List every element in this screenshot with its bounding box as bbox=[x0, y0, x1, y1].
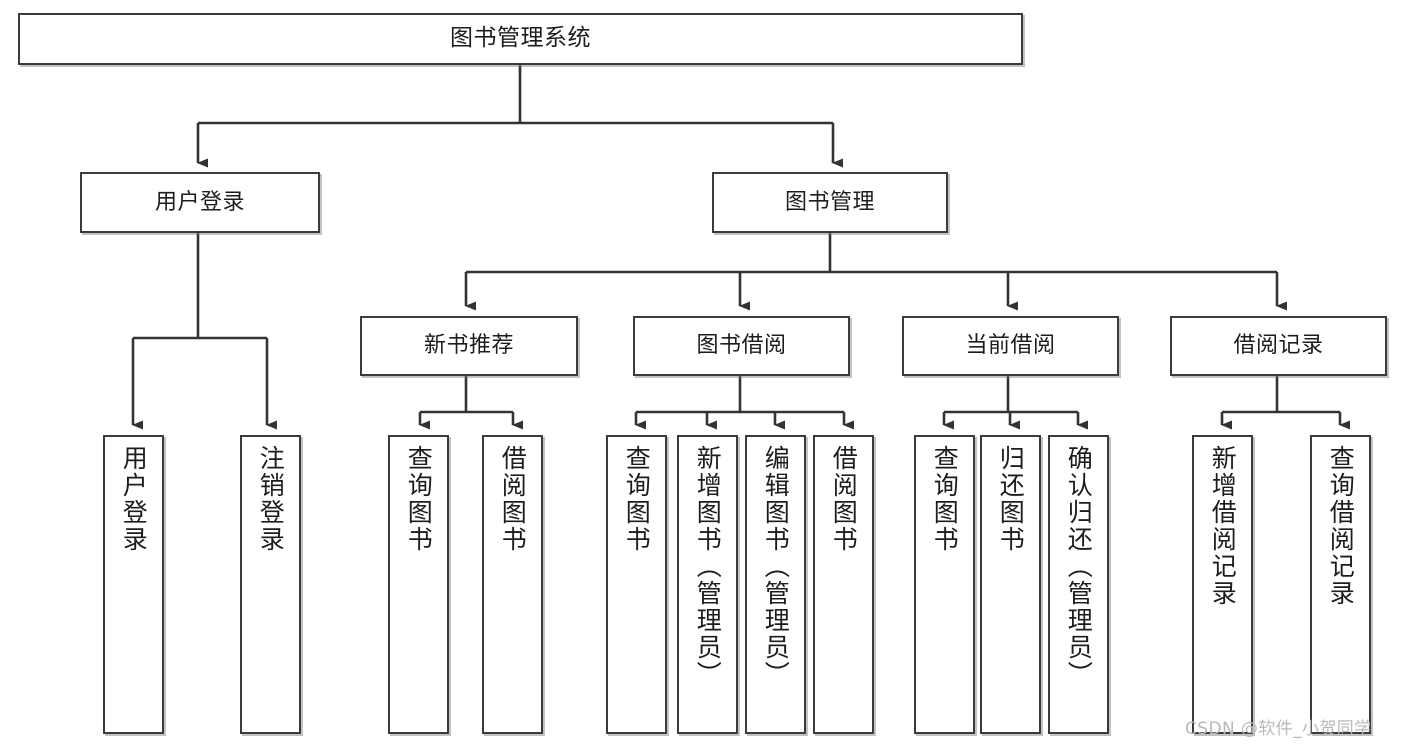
node-leaf-book-borrow-borrow[interactable]: 借阅图书 bbox=[813, 435, 874, 734]
node-label: 借阅图书 bbox=[829, 445, 859, 553]
node-label: 归还图书 bbox=[996, 445, 1026, 553]
node-label: 图书管理系统 bbox=[450, 25, 591, 52]
node-book-management[interactable]: 图书管理 bbox=[712, 172, 948, 233]
node-leaf-book-borrow-query[interactable]: 查询图书 bbox=[606, 435, 667, 734]
node-label: 新增图书（管理员） bbox=[693, 445, 723, 688]
node-label: 查询图书 bbox=[404, 445, 434, 553]
node-leaf-book-borrow-edit[interactable]: 编辑图书（管理员） bbox=[745, 435, 806, 734]
node-leaf-user-login-login[interactable]: 用户登录 bbox=[103, 435, 164, 734]
node-label: 当前借阅 bbox=[965, 333, 1056, 359]
node-label: 用户登录 bbox=[154, 189, 245, 215]
node-label: 借阅图书 bbox=[498, 445, 528, 553]
node-new-book-recommend[interactable]: 新书推荐 bbox=[360, 316, 578, 376]
node-label: 图书借阅 bbox=[696, 333, 787, 359]
node-leaf-user-login-logout[interactable]: 注销登录 bbox=[240, 435, 301, 734]
node-leaf-borrow-record-add[interactable]: 新增借阅记录 bbox=[1192, 435, 1253, 734]
node-label: 借阅记录 bbox=[1233, 333, 1324, 359]
node-leaf-borrow-record-query[interactable]: 查询借阅记录 bbox=[1310, 435, 1371, 734]
node-current-borrow[interactable]: 当前借阅 bbox=[902, 316, 1119, 376]
node-user-login[interactable]: 用户登录 bbox=[80, 172, 320, 233]
node-label: 注销登录 bbox=[256, 445, 286, 553]
node-label: 查询图书 bbox=[930, 445, 960, 553]
node-label: 用户登录 bbox=[119, 445, 149, 553]
node-label: 编辑图书（管理员） bbox=[761, 445, 791, 688]
node-label: 图书管理 bbox=[784, 189, 875, 215]
node-label: 新书推荐 bbox=[423, 333, 514, 359]
node-label: 查询借阅记录 bbox=[1326, 445, 1356, 607]
node-book-borrow[interactable]: 图书借阅 bbox=[633, 316, 850, 376]
node-leaf-new-book-query[interactable]: 查询图书 bbox=[388, 435, 449, 734]
node-label: 查询图书 bbox=[622, 445, 652, 553]
node-leaf-current-borrow-query[interactable]: 查询图书 bbox=[914, 435, 975, 734]
node-leaf-book-borrow-add[interactable]: 新增图书（管理员） bbox=[677, 435, 738, 734]
node-borrow-record[interactable]: 借阅记录 bbox=[1170, 316, 1387, 376]
node-leaf-current-borrow-return[interactable]: 归还图书 bbox=[980, 435, 1041, 734]
node-label: 新增借阅记录 bbox=[1208, 445, 1238, 607]
node-label: 确认归还（管理员） bbox=[1064, 445, 1094, 688]
node-root-system[interactable]: 图书管理系统 bbox=[18, 13, 1023, 65]
node-leaf-new-book-borrow[interactable]: 借阅图书 bbox=[482, 435, 543, 734]
node-leaf-current-borrow-confirm[interactable]: 确认归还（管理员） bbox=[1048, 435, 1109, 734]
